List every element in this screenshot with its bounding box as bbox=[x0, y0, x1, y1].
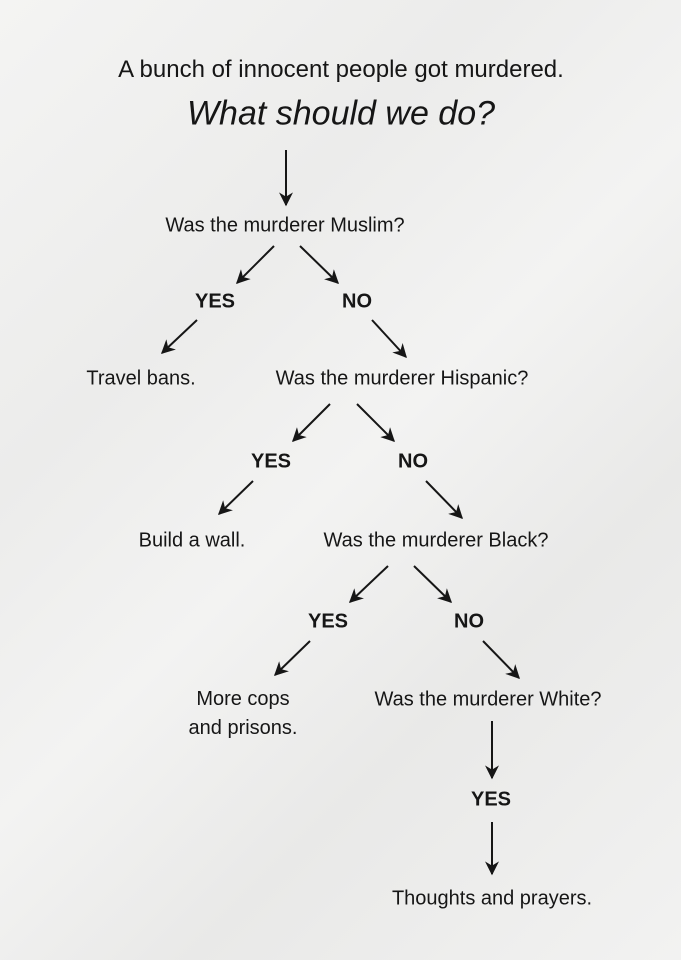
arrow-yes-r3 bbox=[273, 640, 311, 676]
arrow-yes-r2 bbox=[217, 480, 254, 515]
arrow-q1-no bbox=[299, 245, 340, 284]
answer-no: NO bbox=[454, 610, 484, 633]
arrow-q2-yes bbox=[292, 403, 331, 442]
arrow-no-q3 bbox=[425, 480, 463, 520]
result-more-cops: More cops and prisons. bbox=[188, 688, 298, 739]
result-thoughts-prayers: Thoughts and prayers. bbox=[391, 887, 593, 910]
answer-no: NO bbox=[342, 290, 372, 313]
answer-yes: YES bbox=[470, 788, 512, 811]
arrow-q3-yes bbox=[348, 565, 389, 603]
arrow-no-q2 bbox=[371, 319, 407, 359]
answer-yes: YES bbox=[307, 610, 349, 633]
arrow-q2-no bbox=[356, 403, 395, 442]
result-travel-bans: Travel bans. bbox=[86, 367, 196, 390]
question-muslim: Was the murderer Muslim? bbox=[165, 214, 405, 237]
answer-yes: YES bbox=[194, 290, 236, 313]
question-white: Was the murderer White? bbox=[374, 688, 602, 711]
title-line2: What should we do? bbox=[186, 94, 496, 133]
arrow-q3-no bbox=[413, 565, 453, 603]
question-hispanic: Was the murderer Hispanic? bbox=[275, 367, 529, 390]
answer-yes: YES bbox=[250, 450, 292, 473]
arrow-yes-r1 bbox=[160, 319, 198, 354]
result-build-wall: Build a wall. bbox=[138, 529, 246, 552]
arrow-no-q4 bbox=[482, 640, 520, 680]
title-line1: A bunch of innocent people got murdered. bbox=[118, 56, 564, 83]
answer-no: NO bbox=[398, 450, 428, 473]
arrow-q1-yes bbox=[236, 245, 275, 284]
question-black: Was the murderer Black? bbox=[323, 529, 549, 552]
